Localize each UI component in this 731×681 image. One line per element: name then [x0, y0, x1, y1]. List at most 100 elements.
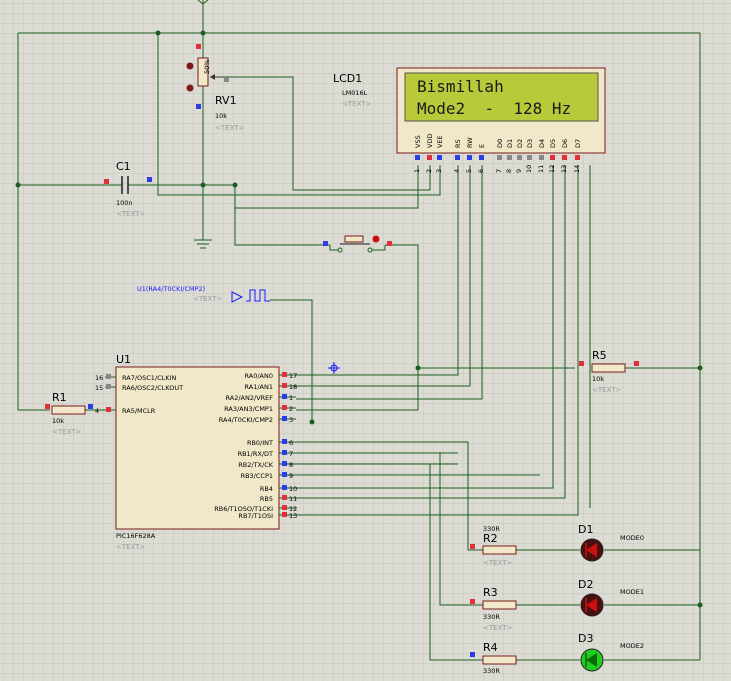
pin-marker	[106, 374, 111, 379]
pin-marker	[470, 652, 475, 657]
c1-placeholder: <TEXT>	[116, 210, 146, 218]
u1-left-pins: RA7/OSC1/CLKIN16RA6/OSC2/CLKOUT15RA5/MCL…	[95, 374, 183, 415]
u1-pin-number: 16	[95, 374, 103, 382]
u1-pin-name: RA5/MCLR	[122, 407, 156, 415]
u1-pin-name: RB2/TX/CK	[238, 461, 273, 469]
pin-marker	[282, 416, 287, 421]
u1-body	[115, 366, 280, 530]
pin-marker	[282, 405, 287, 410]
lcd-pin-name: E	[478, 144, 486, 148]
lcd-module[interactable]: LCD1 LM016L <TEXT> Bismillah Mode2 - 128…	[333, 67, 606, 173]
rv1-value: 10k	[215, 112, 227, 120]
pulse-generator[interactable]: U1(RA4/T0CKI/CMP2) <TEXT>	[137, 285, 270, 303]
lcd-pin-number: 13	[560, 165, 568, 173]
resistor-r2[interactable]: 330R R2 <TEXT>	[470, 525, 517, 567]
pin-marker	[282, 495, 287, 500]
r3-ref: R3	[483, 586, 498, 599]
lcd-pin-number: 9	[515, 169, 523, 173]
r5-placeholder: <TEXT>	[592, 386, 622, 394]
led-diode-icon	[586, 598, 597, 612]
pin-marker	[282, 383, 287, 388]
lcd-screen	[404, 72, 599, 122]
capacitor-c1[interactable]: C1 100n <TEXT>	[104, 160, 152, 218]
lcd-pin-name: D4	[538, 139, 546, 148]
generator-arrow-icon	[231, 291, 244, 303]
lcd-pin-number: 12	[548, 165, 556, 173]
pin-marker	[282, 461, 287, 466]
rv1-decrement-icon[interactable]	[186, 84, 194, 92]
pin-marker	[579, 361, 584, 366]
generator-placeholder: <TEXT>	[193, 295, 223, 303]
led-d3[interactable]: D3 MODE2	[578, 632, 644, 672]
r2-value: 330R	[483, 525, 500, 533]
u1-pin-name: RB3/CCP1	[241, 472, 273, 480]
pin-marker	[470, 544, 475, 549]
pin-marker	[550, 155, 555, 160]
pin-marker	[539, 155, 544, 160]
lcd-placeholder: <TEXT>	[342, 100, 372, 108]
lcd-pin-number: 4	[453, 169, 461, 173]
u1-pin-name: RA7/OSC1/CLKIN	[122, 374, 176, 382]
u1-pin-name: RA6/OSC2/CLKOUT	[122, 384, 183, 392]
lcd-pin-name: D6	[561, 139, 569, 148]
ground-icon	[194, 239, 212, 249]
led-d2[interactable]: D2 MODE1	[578, 578, 644, 617]
lcd-pin-number: 14	[573, 165, 581, 173]
push-button-switch[interactable]	[323, 235, 392, 253]
u1-pin-number: 10	[289, 485, 297, 493]
pin-marker	[455, 155, 460, 160]
r4-ref: R4	[483, 641, 498, 654]
pin-marker	[527, 155, 532, 160]
led-d1[interactable]: D1 MODE0	[578, 523, 644, 562]
lcd-pin-name: D7	[574, 139, 582, 148]
button-press-icon[interactable]	[372, 235, 380, 243]
u1-pin-name: RA0/AN0	[245, 372, 273, 380]
pin-marker	[497, 155, 502, 160]
u1-pin-name: RB1/RX/DT	[238, 450, 273, 458]
resistor-r5[interactable]: R5 10k <TEXT>	[579, 349, 639, 394]
r2-ref: R2	[483, 532, 498, 545]
pin-marker	[45, 404, 50, 409]
pin-marker	[106, 407, 111, 412]
square-wave-icon	[246, 289, 270, 302]
lcd-pins: VSS1VDD2VEE3RS4RW5E6D07D18D29D310D411D51…	[413, 134, 582, 173]
led-diode-icon	[586, 653, 597, 667]
led-diode-icon	[586, 543, 597, 557]
pin-marker	[196, 44, 201, 49]
r5-value: 10k	[592, 375, 604, 383]
u1-pin-number: 13	[289, 512, 297, 520]
potentiometer-rv1[interactable]: 50% RV1 10k <TEXT>	[186, 44, 245, 132]
c1-ref: C1	[116, 160, 131, 173]
pin-marker	[470, 599, 475, 604]
d1-ref: D1	[578, 523, 593, 536]
r3-placeholder: <TEXT>	[483, 624, 513, 632]
pin-marker	[282, 512, 287, 517]
u1-pin-number: 8	[289, 461, 293, 469]
rv1-increment-icon[interactable]	[186, 62, 194, 70]
pin-marker	[634, 361, 639, 366]
u1-pin-name: RA3/AN3/CMP1	[224, 405, 273, 413]
d3-ref: D3	[578, 632, 593, 645]
lcd-pin-name: D1	[506, 139, 514, 148]
power-terminal-icon	[197, 0, 209, 5]
r3-value: 330R	[483, 613, 500, 621]
lcd-pin-number: 5	[465, 169, 473, 173]
u1-pin-name: RA2/AN2/VREF	[226, 394, 274, 402]
pin-marker	[88, 404, 93, 409]
resistor-r4[interactable]: R4 330R	[470, 641, 517, 675]
pin-marker	[224, 77, 229, 82]
d1-label: MODE0	[620, 534, 644, 542]
resistor-r1[interactable]: R1 10k <TEXT>	[45, 391, 93, 436]
pin-marker	[437, 155, 442, 160]
pin-marker	[282, 485, 287, 490]
lcd-pin-number: 8	[505, 169, 513, 173]
pin-marker	[517, 155, 522, 160]
pin-marker	[575, 155, 580, 160]
resistor-r3[interactable]: R3 330R <TEXT>	[470, 586, 517, 632]
junctions	[15, 30, 703, 608]
microcontroller-u1[interactable]: U1 RA7/OSC1/CLKIN16RA6/OSC2/CLKOUT15RA5/…	[95, 353, 297, 551]
pin-marker	[415, 155, 420, 160]
crosshair-probe-icon	[328, 362, 340, 374]
